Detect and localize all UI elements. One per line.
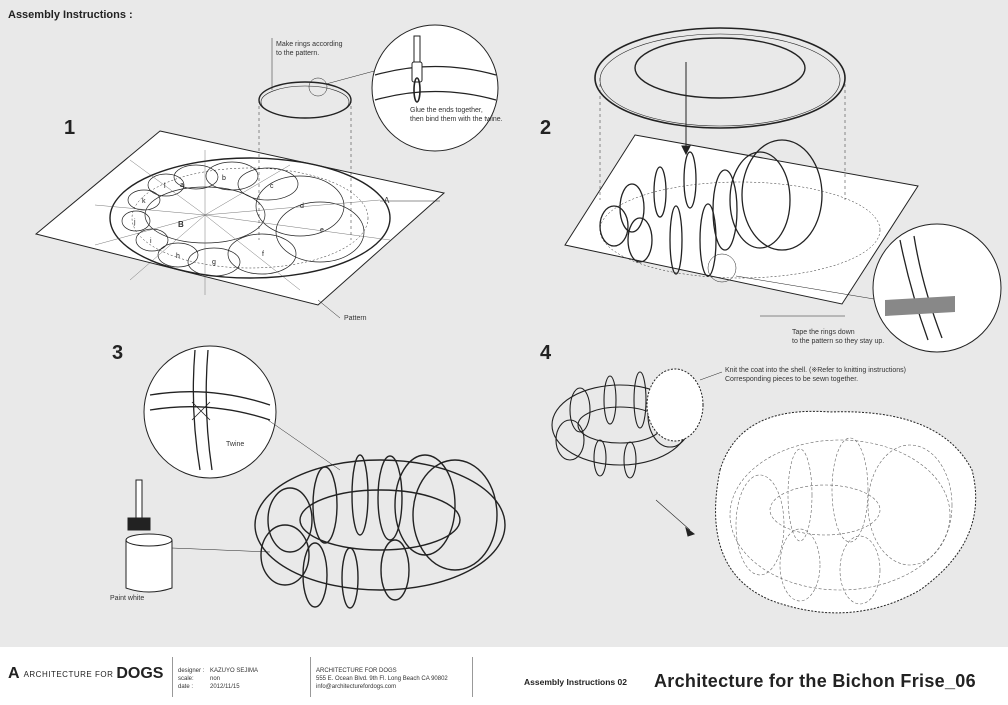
- pattern-letter: l: [164, 183, 166, 190]
- scale-value: non: [210, 676, 221, 682]
- note-knit-coat: Knit the coat into the shell. (※Refer to…: [725, 367, 906, 383]
- designer-value: KAZUYO SEJIMA: [210, 668, 259, 674]
- pattern-sheet: [34, 130, 446, 306]
- designer-label: designer :: [178, 668, 205, 674]
- upright-rings-step2: [599, 139, 823, 277]
- page-title: Assembly Instructions :: [8, 9, 133, 21]
- scale-label: scale:: [178, 676, 194, 682]
- org-name: ARCHITECTURE FOR DOGS: [316, 668, 397, 674]
- step-number-1: 1: [64, 117, 76, 139]
- date-label: date :: [178, 684, 194, 690]
- step-number-4: 4: [540, 342, 552, 364]
- tape-detail-circle: [872, 223, 1002, 353]
- page-label: Assembly Instructions 02: [524, 677, 627, 687]
- org-email: info@architecturefordogs.com: [316, 684, 397, 690]
- finished-bed: [715, 410, 977, 614]
- pattern-letter: k: [142, 198, 146, 205]
- logo-mark-icon: A: [8, 665, 20, 682]
- glue-detail-circle: [371, 24, 499, 152]
- note-glue-ends: Glue the ends together, then bind them w…: [410, 107, 503, 123]
- knit-coat-piece: [646, 368, 704, 442]
- footer-divider: [310, 657, 311, 697]
- footer-divider: [472, 657, 473, 697]
- note-tape-rings: Tape the rings down to the pattern so th…: [792, 329, 885, 345]
- pattern-letter: a: [180, 182, 184, 189]
- organization-info: ARCHITECTURE FOR DOGS 555 E. Ocean Blvd.…: [316, 667, 448, 691]
- pattern-center-label: B: [178, 220, 184, 229]
- architecture-for-dogs-logo: A ARCHITECTURE FOR DOGS: [8, 665, 163, 683]
- drawing-title: Architecture for the Bichon Frise_06: [654, 671, 976, 691]
- pattern-sheet-2: [564, 134, 919, 305]
- note-pattern: Pattern: [344, 315, 367, 322]
- logo-big-text: DOGS: [116, 665, 164, 682]
- pattern-letter: b: [222, 175, 226, 182]
- title-block-footer: A ARCHITECTURE FOR DOGS designer : KAZUYO…: [0, 647, 1008, 705]
- pattern-letter: c: [270, 183, 274, 190]
- pattern-ring-label: A: [384, 196, 390, 205]
- pattern-letter: e: [320, 227, 324, 234]
- pattern-letter: f: [262, 251, 264, 258]
- pattern-letter: d: [300, 203, 304, 210]
- pattern-letter: i: [150, 238, 152, 245]
- footer-divider: [172, 657, 173, 697]
- note-make-rings: Make rings according to the pattern.: [276, 41, 343, 57]
- org-address: 555 E. Ocean Blvd. 9th Fl. Long Beach CA…: [316, 676, 448, 682]
- pattern-letter: g: [212, 259, 216, 266]
- date-value: 2012/11/15: [210, 684, 240, 690]
- pattern-letter: h: [176, 253, 180, 260]
- logo-small-text: ARCHITECTURE FOR: [23, 669, 114, 679]
- assembly-illustration: a b c d e f g h i j k l: [34, 24, 1002, 614]
- pattern-letter: j: [133, 219, 136, 226]
- step-number-3: 3: [112, 342, 124, 364]
- drawing-meta: designer : KAZUYO SEJIMA scale: non date :…: [178, 667, 258, 691]
- paint-can: [125, 479, 173, 593]
- large-ring-top: [594, 27, 846, 129]
- note-paint-white: Paint white: [110, 595, 145, 602]
- note-twine: Twine: [226, 441, 245, 448]
- step-number-2: 2: [540, 117, 552, 139]
- pattern-drawing: [94, 150, 391, 295]
- painted-ring-shell: [254, 454, 506, 609]
- twine-detail-circle: [143, 345, 277, 479]
